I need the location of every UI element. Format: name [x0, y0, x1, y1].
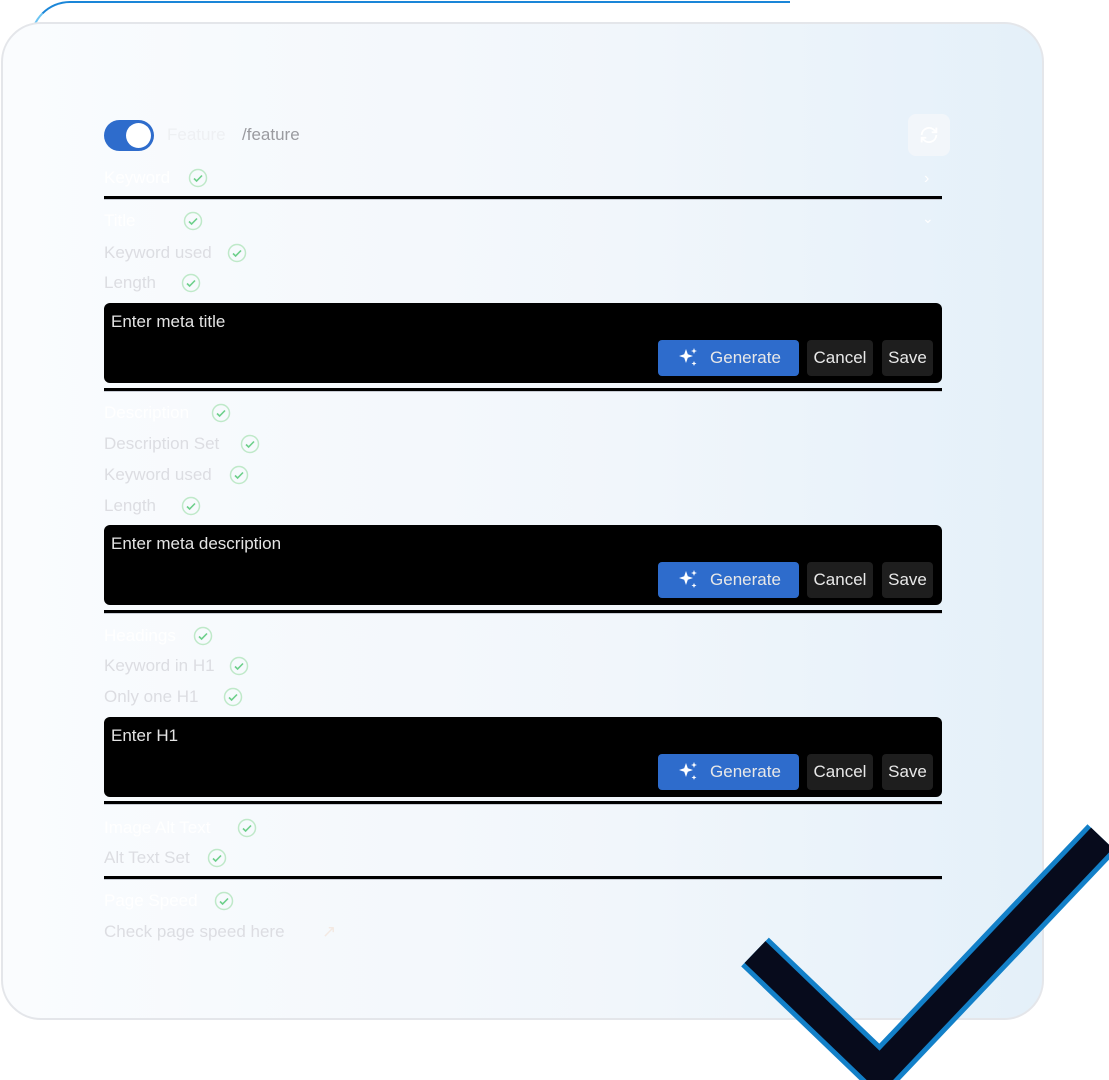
- sparkle-icon: [679, 762, 698, 780]
- check-item: Keyword used: [104, 243, 212, 262]
- section-heading-alt-text: Image Alt Text: [104, 818, 211, 837]
- check-circle-icon: [188, 168, 208, 188]
- generate-label: Generate: [710, 762, 781, 781]
- refresh-button[interactable]: [908, 114, 950, 156]
- check-circle-icon: [183, 211, 203, 231]
- generate-button[interactable]: Generate: [658, 340, 799, 376]
- section-divider: [104, 876, 942, 879]
- external-link-icon[interactable]: ↗: [322, 922, 337, 941]
- sparkle-icon: [679, 348, 698, 366]
- section-heading-keyword: Keyword: [104, 168, 171, 187]
- check-circle-icon: [181, 273, 201, 293]
- page-name: Feature: [167, 125, 226, 144]
- cancel-button[interactable]: Cancel: [807, 562, 873, 598]
- check-item: Length: [104, 496, 156, 515]
- section-divider: [104, 610, 942, 613]
- large-checkmark-icon: [741, 824, 1109, 1080]
- check-circle-icon: [229, 465, 249, 485]
- check-circle-icon: [211, 403, 231, 423]
- section-divider: [104, 388, 942, 391]
- page-path: /feature: [242, 125, 300, 144]
- page-speed-link[interactable]: Check page speed here: [104, 922, 285, 941]
- seo-card: [1, 22, 1044, 1020]
- check-circle-icon: [223, 687, 243, 707]
- check-circle-icon: [214, 891, 234, 911]
- section-heading-description: Description: [104, 403, 190, 422]
- check-circle-icon: [237, 818, 257, 838]
- check-circle-icon: [227, 243, 247, 263]
- generate-button[interactable]: Generate: [658, 754, 799, 790]
- input-placeholder: Enter meta description: [111, 534, 282, 553]
- check-circle-icon: [181, 496, 201, 516]
- check-item: Only one H1: [104, 687, 199, 706]
- check-circle-icon: [207, 848, 227, 868]
- cancel-button[interactable]: Cancel: [807, 340, 873, 376]
- save-button[interactable]: Save: [882, 754, 933, 790]
- check-circle-icon: [193, 626, 213, 646]
- input-placeholder: Enter meta title: [111, 312, 226, 331]
- save-button[interactable]: Save: [882, 562, 933, 598]
- chevron-down-icon[interactable]: ⌄: [922, 210, 934, 226]
- check-item: Length: [104, 273, 156, 292]
- section-heading-page-speed: Page Speed: [104, 891, 198, 910]
- check-item: Keyword in H1: [104, 656, 215, 675]
- save-button[interactable]: Save: [882, 340, 933, 376]
- page-toggle[interactable]: [104, 120, 154, 151]
- generate-button[interactable]: Generate: [658, 562, 799, 598]
- input-placeholder: Enter H1: [111, 726, 179, 745]
- h1-input[interactable]: Enter H1 Generate Cancel Save: [104, 717, 942, 797]
- section-heading-title: Title: [104, 211, 136, 230]
- refresh-icon: [920, 127, 938, 143]
- sparkle-icon: [679, 570, 698, 588]
- cancel-button[interactable]: Cancel: [807, 754, 873, 790]
- section-divider: [104, 801, 942, 804]
- chevron-right-icon[interactable]: ›: [924, 170, 930, 187]
- meta-title-input[interactable]: Enter meta title Generate Cancel Save: [104, 303, 942, 383]
- generate-label: Generate: [710, 348, 781, 367]
- check-item: Alt Text Set: [104, 848, 190, 867]
- generate-label: Generate: [710, 570, 781, 589]
- section-heading-headings: Headings: [104, 626, 176, 645]
- check-item: Description Set: [104, 434, 220, 453]
- meta-description-input[interactable]: Enter meta description Generate Cancel S…: [104, 525, 942, 605]
- check-circle-icon: [229, 656, 249, 676]
- section-divider: [104, 196, 942, 199]
- check-item: Keyword used: [104, 465, 212, 484]
- check-circle-icon: [240, 434, 260, 454]
